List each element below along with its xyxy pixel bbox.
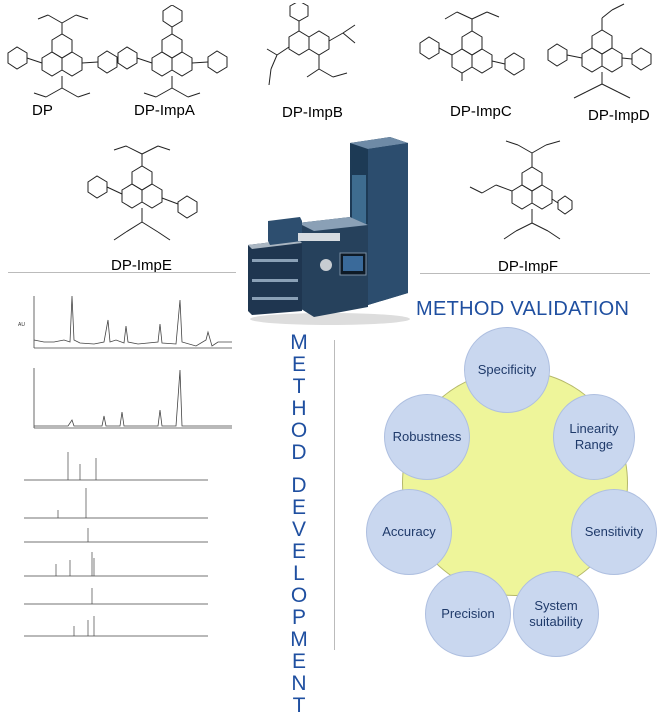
structure-label: DP-ImpE	[111, 257, 172, 274]
validation-item-robustness: Robustness	[384, 394, 470, 480]
structure-dp-impd	[540, 0, 658, 110]
structure-label: DP-ImpB	[282, 104, 343, 121]
structure-dp	[0, 5, 125, 115]
validation-item-accuracy: Accuracy	[366, 489, 452, 575]
md-letter: T	[292, 374, 306, 398]
md-letter: M	[290, 627, 308, 651]
validation-item-system-suitability: System suitability	[513, 571, 599, 657]
md-letter: L	[293, 562, 305, 586]
structure-dp-impb	[255, 3, 380, 113]
method-development-vertical-title: M E T H O D D E V E L O P M E N T	[288, 332, 310, 716]
structure-label: DP-ImpD	[588, 107, 650, 124]
svg-text:AU: AU	[18, 322, 25, 328]
md-letter: O	[290, 583, 308, 607]
structure-label: DP-ImpA	[134, 102, 195, 119]
validation-item-linearity-range: Linearity Range	[553, 394, 635, 480]
mass-spectra-panel	[8, 440, 218, 652]
md-letter: T	[292, 693, 306, 717]
divider-right	[420, 273, 650, 274]
md-letter: E	[291, 649, 306, 673]
md-letter: O	[290, 418, 308, 442]
structure-dp-impc	[415, 3, 540, 113]
structure-dp-impf	[450, 135, 575, 255]
chromatogram-panel: AU	[8, 280, 236, 436]
md-letter: H	[291, 396, 307, 420]
validation-item-sensitivity: Sensitivity	[571, 489, 657, 575]
validation-item-specificity: Specificity	[464, 327, 550, 413]
structure-dp-impe	[80, 140, 205, 255]
md-letter: E	[291, 540, 306, 564]
divider-left	[8, 272, 236, 273]
structure-label: DP	[32, 102, 53, 119]
structure-dp-impa	[110, 5, 235, 115]
md-letter: M	[290, 331, 308, 354]
structure-label: DP-ImpC	[450, 103, 512, 120]
lcms-instrument-image	[240, 135, 412, 327]
md-letter: N	[291, 671, 307, 695]
md-letter: V	[291, 518, 306, 542]
md-letter: D	[291, 440, 307, 464]
method-validation-title: METHOD VALIDATION	[416, 298, 630, 320]
md-letter: E	[291, 496, 306, 520]
divider-vertical	[334, 340, 335, 650]
md-letter: P	[291, 605, 306, 629]
md-letter: D	[291, 474, 307, 498]
md-letter: E	[291, 352, 306, 376]
validation-item-precision: Precision	[425, 571, 511, 657]
structure-label: DP-ImpF	[498, 258, 558, 275]
